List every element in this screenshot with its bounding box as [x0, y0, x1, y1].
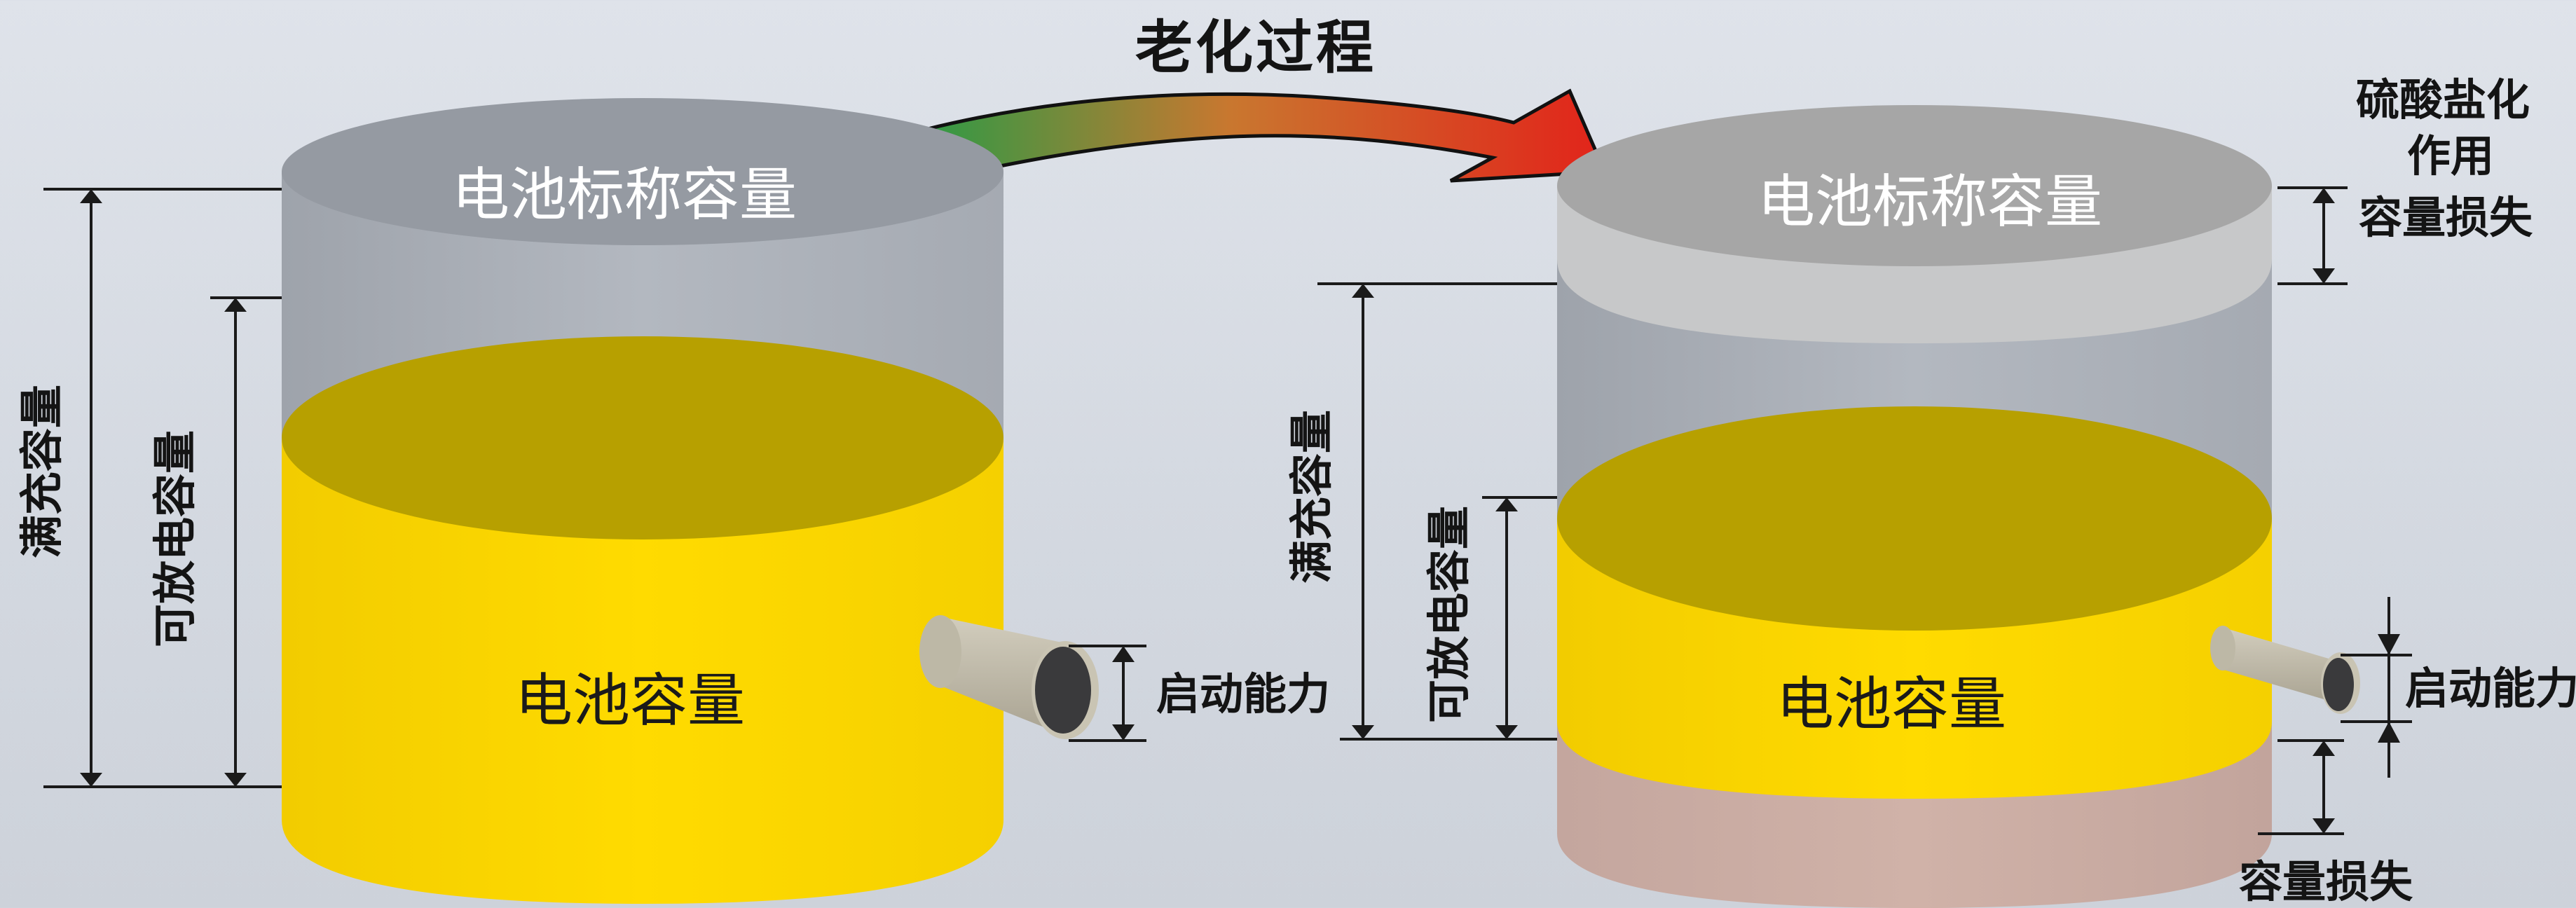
right-dimensions	[1317, 186, 2412, 835]
left-nominal-top	[282, 98, 1003, 245]
left-full-charge-label: 满充容量	[16, 384, 67, 558]
left-terminal	[919, 615, 1099, 739]
left-battery-capacity-label: 电池容量	[515, 668, 746, 734]
right-start-ability-label: 启动能力	[2405, 663, 2576, 714]
left-capacity-body	[282, 438, 1003, 904]
sulfation-label-line2: 作用	[2407, 130, 2495, 181]
left-start-ability-label: 启动能力	[1156, 668, 1331, 720]
left-dimensions	[43, 188, 1146, 788]
right-nominal-capacity-label: 电池标称容量	[1758, 169, 2103, 235]
aging-process-arrow	[923, 88, 1608, 185]
aging-process-title: 老化过程	[1135, 15, 1377, 81]
right-full-charge-label: 满充容量	[1286, 409, 1337, 584]
left-dischargeable-label: 可放电容量	[149, 429, 200, 647]
sulfation-label-line3: 容量损失	[2359, 192, 2533, 243]
right-dischargeable-label: 可放电容量	[1423, 505, 1474, 723]
right-battery-capacity-label: 电池容量	[1776, 671, 2007, 738]
right-terminal	[2210, 626, 2360, 714]
right-battery-cylinder	[1557, 105, 2360, 908]
left-capacity-top	[282, 336, 1003, 539]
left-nominal-capacity-label: 电池标称容量	[452, 162, 797, 228]
left-battery-cylinder	[282, 98, 1099, 904]
right-nominal-top	[1557, 105, 2272, 266]
bottom-capacity-loss-label: 容量损失	[2239, 856, 2413, 907]
sulfation-label-line1: 硫酸盐化	[2356, 74, 2530, 125]
right-capacity-top	[1557, 406, 2272, 631]
